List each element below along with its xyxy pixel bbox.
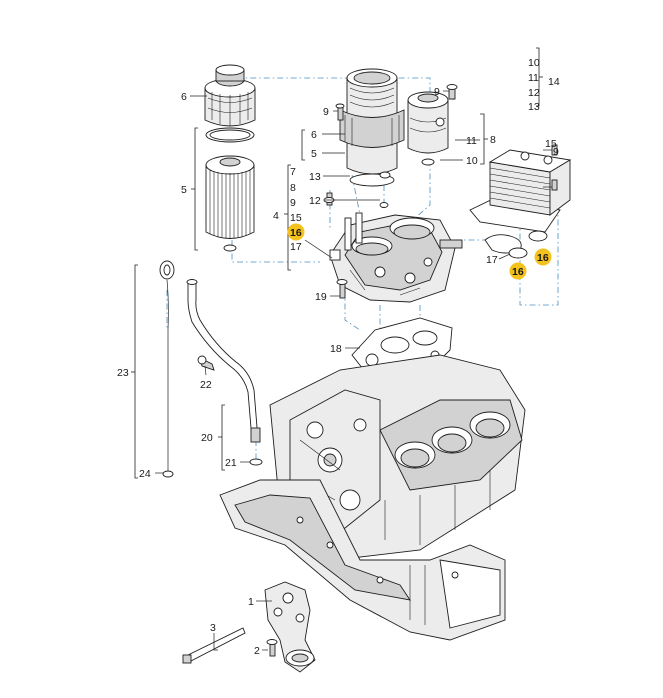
pressure-valve-part [407,84,458,166]
label-8a: 8 [490,134,496,146]
highlight-markers [287,223,552,280]
label-2: 2 [254,645,260,657]
label-1: 1 [248,596,254,608]
label-12a: 12 [309,195,321,207]
callout-labels: 6 5 9 6 5 13 12 9 11 8 10 10 11 14 12 13… [117,57,560,657]
label-4: 4 [273,210,279,222]
filter-element-part [205,155,255,252]
label-24: 24 [139,468,151,480]
label-19: 19 [315,291,327,303]
highlight-marker-2 [509,262,527,280]
label-10b: 10 [528,57,540,69]
label-16b: 16 [512,266,524,278]
highlight-marker-1 [287,223,305,241]
label-16a: 16 [290,227,302,239]
label-3: 3 [210,622,216,634]
oil-pump-part [264,581,316,673]
label-10a: 10 [466,155,478,167]
filter-housing-part [329,212,463,303]
highlight-marker-3 [534,248,552,266]
oil-cooler-part [469,144,572,259]
label-21: 21 [225,457,237,469]
label-17a: 17 [290,241,302,253]
label-6b: 6 [311,129,317,141]
dipstick-part [159,260,175,478]
label-6a: 6 [181,91,187,103]
oil-pan-part [219,479,506,641]
label-9c: 9 [553,146,559,158]
label-22: 22 [200,379,212,391]
label-17b: 17 [486,254,498,266]
label-23: 23 [117,367,129,379]
label-5a: 5 [181,184,187,196]
label-12b: 12 [528,87,540,99]
label-13b: 13 [528,101,540,113]
label-9a: 9 [323,106,329,118]
oil-separator-tube-part [339,68,405,187]
label-20: 20 [201,432,213,444]
guide-tube-part [186,279,263,466]
group-brackets [131,47,543,479]
label-8b: 8 [290,182,296,194]
label-7a: 7 [290,166,296,178]
label-11b: 11 [528,72,539,84]
label-5b: 5 [311,148,317,160]
label-15a: 15 [545,138,557,150]
pump-shaft-part [182,627,246,664]
filter-cap-part [204,64,256,143]
label-leader-lines [155,90,552,651]
label-11a: 11 [466,135,477,147]
label-15b: 15 [290,212,302,224]
label-18: 18 [330,343,342,355]
label-9d: 9 [290,197,296,209]
label-14: 14 [548,76,560,88]
label-13a: 13 [309,171,321,183]
label-9b: 9 [434,86,440,98]
label-16c: 16 [537,252,549,264]
